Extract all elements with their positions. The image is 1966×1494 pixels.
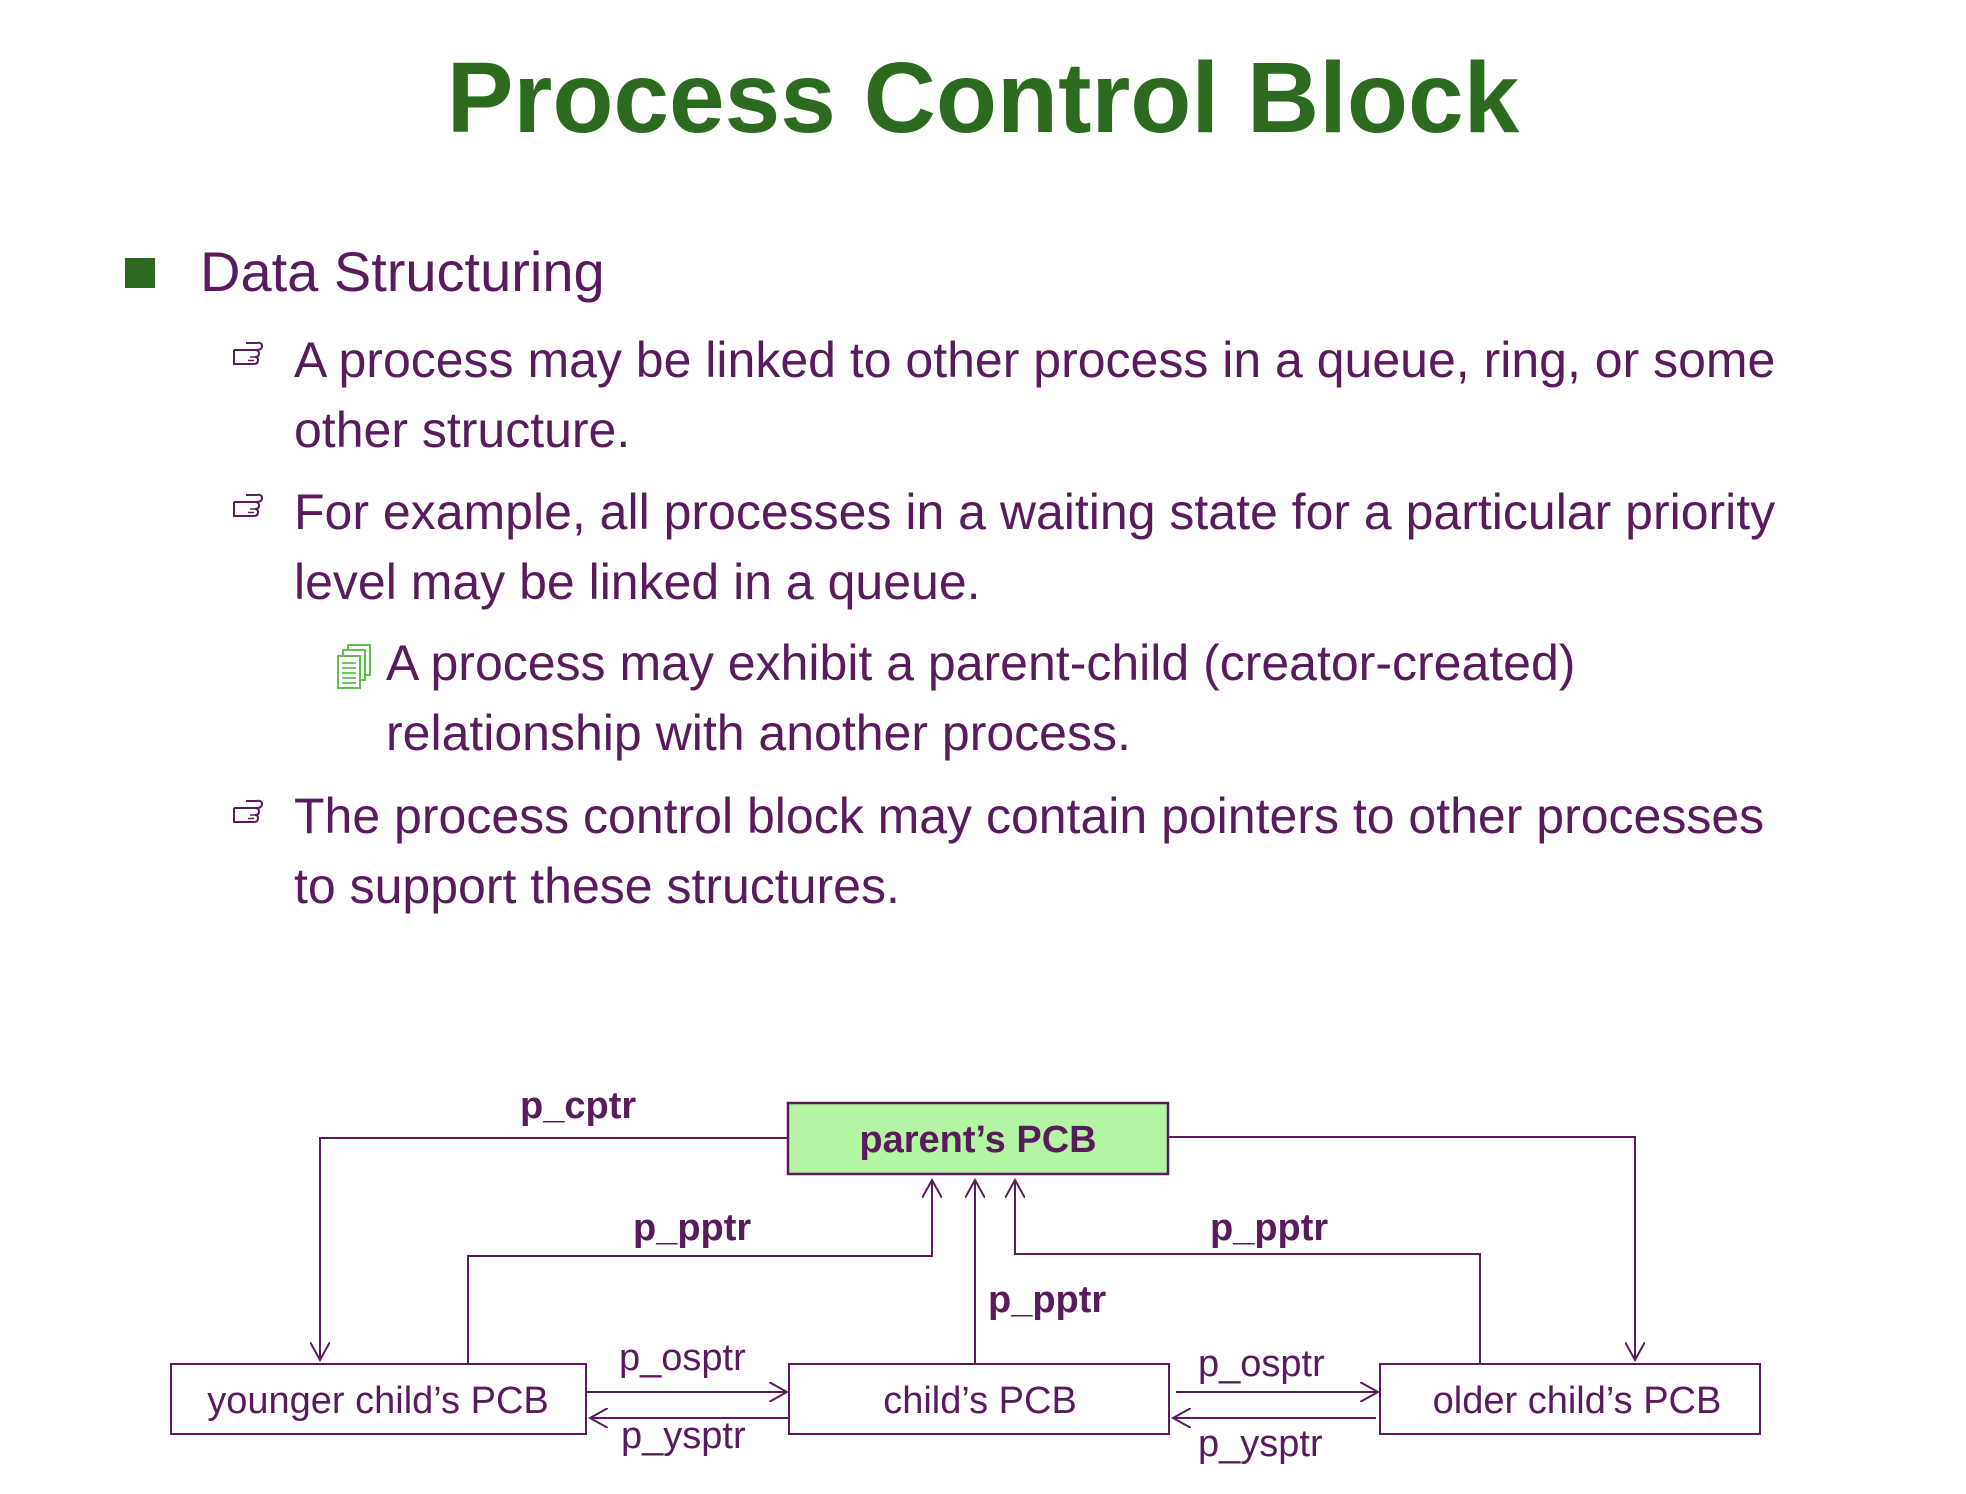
sub-bullet-line-1: A process may exhibit a parent-child (cr… [386, 635, 1576, 691]
bullet-3-line-2: to support these structures. [294, 858, 900, 914]
p-cptr-label: p_cptr [520, 1085, 636, 1127]
parent-pcb-box: parent’s PCB [786, 1101, 1170, 1176]
p-pptr-label-right: p_pptr [1210, 1207, 1328, 1249]
p-pptr-label-left: p_pptr [633, 1207, 751, 1249]
page-title: Process Control Block [446, 42, 1520, 154]
document-stack-icon [337, 644, 371, 689]
p-ysptr-label-right: p_ysptr [1198, 1423, 1323, 1465]
bullet-2-line-2: level may be linked in a queue. [294, 554, 981, 610]
p-pptr-label-center: p_pptr [988, 1279, 1106, 1321]
bullet-2-line-1: For example, all processes in a waiting … [294, 484, 1776, 540]
p-ysptr-label-left: p_ysptr [621, 1415, 746, 1457]
sub-bullet-line-2: relationship with another process. [386, 705, 1131, 761]
bullet-3-line-1: The process control block may contain po… [294, 788, 1765, 844]
older-child-pcb-box: older child’s PCB [1379, 1363, 1761, 1435]
p-pptr-arrow-right [1015, 1180, 1481, 1364]
p-osptr-label-right: p_osptr [1198, 1343, 1325, 1385]
p-cptr-arrow-left [320, 1137, 788, 1360]
section-heading: Data Structuring [200, 240, 605, 303]
p-osptr-label-left: p_osptr [619, 1337, 746, 1379]
p-cptr-arrow-right [1168, 1136, 1635, 1360]
bullet-1-line-2: other structure. [294, 402, 631, 458]
bullet-1-line-1: A process may be linked to other process… [294, 332, 1776, 388]
parent-pcb-label: parent’s PCB [859, 1119, 1096, 1161]
pointing-hand-icon [233, 799, 264, 823]
pointing-hand-icon [233, 341, 264, 365]
p-pptr-arrow-left [467, 1180, 932, 1364]
child-pcb-box: child’s PCB [788, 1363, 1170, 1435]
older-child-pcb-label: older child’s PCB [1433, 1380, 1722, 1422]
square-bullet-icon [125, 258, 155, 288]
pointing-hand-icon [233, 493, 264, 517]
child-pcb-label: child’s PCB [883, 1380, 1077, 1422]
younger-child-pcb-label: younger child’s PCB [207, 1380, 548, 1422]
younger-child-pcb-box: younger child’s PCB [170, 1363, 587, 1435]
